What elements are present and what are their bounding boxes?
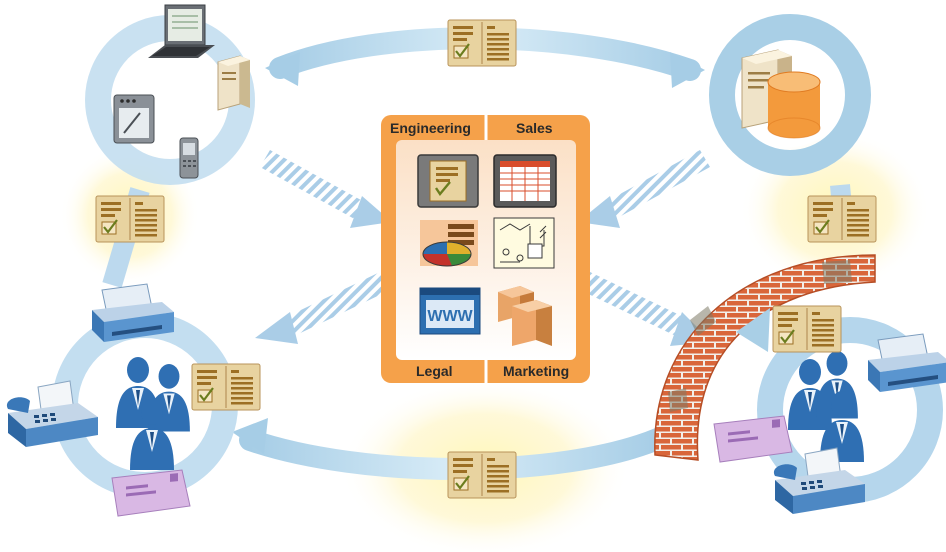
document-checkmark-icon-left [94,194,166,244]
spreadsheet-icon [493,154,557,208]
circuit-diagram-icon [493,217,555,269]
firewall-brick-wall-icon [654,254,876,461]
pie-chart-icon [420,220,478,267]
hub-label-sales: Sales [516,120,553,136]
document-checkmark-icon-firewall [771,304,843,354]
fax-icon [6,380,99,448]
printer-icon [91,283,175,343]
document-checkmark-icon [417,154,479,208]
envelope-icon [111,469,191,517]
www-label: WWW [427,308,473,325]
laptop-icon [148,4,215,58]
hub-label-marketing: Marketing [503,363,570,379]
document-checkmark-icon-top [446,18,518,68]
document-checkmark-icon-right [806,194,878,244]
phone-icon [179,137,199,179]
hub-label-legal: Legal [416,363,453,379]
central-hub: WWW [381,115,590,383]
printer-icon-right [867,333,946,393]
server-icon [217,55,250,111]
web-page-icon: WWW [419,287,481,335]
hub-label-engineering: Engineering [390,120,471,136]
pda-icon [113,94,155,144]
boxes-icon [498,286,552,346]
arrow-into-hub-top-left [260,150,392,228]
arrow-into-hub-top-right [578,150,710,228]
document-checkmark-icon-bottom-left [190,362,262,412]
document-checkmark-icon-bottom [446,450,518,500]
arrow-from-hub-bottom-left [255,272,390,344]
server-database-icon [741,49,821,139]
